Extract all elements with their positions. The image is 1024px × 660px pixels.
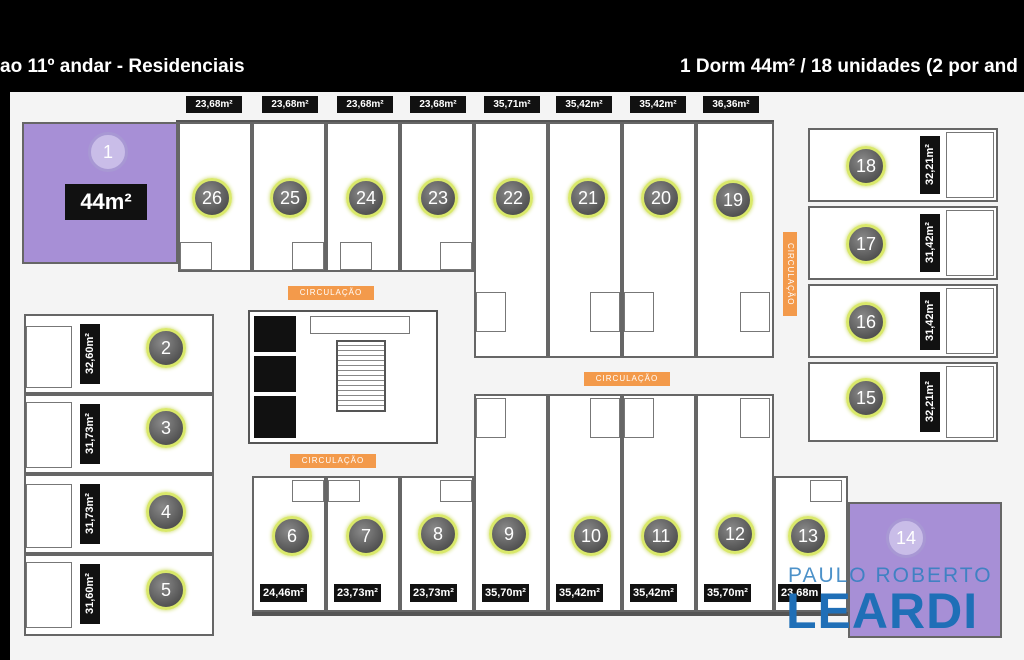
bath-fixture [440, 242, 472, 270]
unit-15-badge: 15 [846, 378, 886, 418]
unit-11-badge: 11 [641, 516, 681, 556]
closet [946, 366, 994, 438]
bath-fixture [810, 480, 842, 502]
unit-12-area: 35,70m² [704, 584, 751, 602]
unit-7-badge: 7 [346, 516, 386, 556]
unit-2-area: 32,60m² [80, 324, 100, 384]
circulation-label-right: CIRCULAÇÃO [783, 232, 797, 316]
floor-plan: 23,68m² 23,68m² 23,68m² 23,68m² 35,71m² … [10, 92, 1024, 660]
unit-16-area: 31,42m² [920, 292, 940, 350]
unit-4-area: 31,73m² [80, 484, 100, 544]
unit-23-badge: 23 [418, 178, 458, 218]
unit-25-badge: 25 [270, 178, 310, 218]
unit-6-badge: 6 [272, 516, 312, 556]
area-label-top-6: 35,42m² [556, 96, 612, 113]
staircase [336, 340, 386, 412]
unit-14-room [848, 502, 1002, 638]
watermark-logo: LEARDI [786, 583, 979, 639]
closet [946, 210, 994, 276]
watermark-line-1: PAULO ROBERTO [788, 564, 993, 587]
unit-1-badge: 1 [88, 132, 128, 172]
bath-fixture [590, 292, 620, 332]
unit-13-badge: 13 [788, 516, 828, 556]
elevator-shaft [254, 316, 296, 352]
unit-16-badge: 16 [846, 302, 886, 342]
bath-fixture [340, 242, 372, 270]
unit-9-badge: 9 [489, 514, 529, 554]
bottom-wall [252, 612, 848, 616]
unit-7-area: 23,73m² [334, 584, 381, 602]
area-label-top-8: 36,36m² [703, 96, 759, 113]
unit-1-area: 44m² [65, 184, 147, 220]
bath-fixture [590, 398, 620, 438]
closet [26, 562, 72, 628]
bath-fixture [440, 480, 472, 502]
unit-8-area: 23,73m² [410, 584, 457, 602]
unit-18-area: 32,21m² [920, 136, 940, 194]
bath-fixture [740, 398, 770, 438]
unit-13-area: 23,68m [778, 584, 822, 602]
elevator-shaft [254, 356, 296, 392]
unit-21-badge: 21 [568, 178, 608, 218]
floor-title: ao 11º andar - Residenciais [0, 56, 245, 77]
circulation-label-bottom: CIRCULAÇÃO [290, 454, 376, 468]
unit-11-area: 35,42m² [630, 584, 677, 602]
unit-14-badge: 14 [886, 518, 926, 558]
circulation-label-center: CIRCULAÇÃO [584, 372, 670, 386]
closet [26, 402, 72, 468]
unit-17-area: 31,42m² [920, 214, 940, 272]
closet [946, 288, 994, 354]
unit-3-badge: 3 [146, 408, 186, 448]
unit-2-badge: 2 [146, 328, 186, 368]
core-room [310, 316, 410, 334]
area-label-top-4: 23,68m² [410, 96, 466, 113]
unit-10-badge: 10 [571, 516, 611, 556]
closet [946, 132, 994, 198]
unit-5-badge: 5 [146, 570, 186, 610]
bath-fixture [292, 480, 324, 502]
unit-12-badge: 12 [715, 514, 755, 554]
unit-8-badge: 8 [418, 514, 458, 554]
area-label-top-2: 23,68m² [262, 96, 318, 113]
unit-5-area: 31,60m² [80, 564, 100, 624]
closet [26, 484, 72, 548]
unit-22-badge: 22 [493, 178, 533, 218]
bath-fixture [624, 292, 654, 332]
unit-4-badge: 4 [146, 492, 186, 532]
area-label-top-1: 23,68m² [186, 96, 242, 113]
unit-18-badge: 18 [846, 146, 886, 186]
bath-fixture [740, 292, 770, 332]
bath-fixture [328, 480, 360, 502]
circulation-label-top: CIRCULAÇÃO [288, 286, 374, 300]
bath-fixture [180, 242, 212, 270]
elevator-shaft [254, 396, 296, 438]
area-label-top-3: 23,68m² [337, 96, 393, 113]
unit-3-area: 31,73m² [80, 404, 100, 464]
unit-10-area: 35,42m² [556, 584, 603, 602]
unit-19-badge: 19 [713, 180, 753, 220]
unit-17-badge: 17 [846, 224, 886, 264]
bath-fixture [476, 292, 506, 332]
unit-6-area: 24,46m² [260, 584, 307, 602]
area-label-top-5: 35,71m² [484, 96, 540, 113]
closet [26, 326, 72, 388]
units-summary: 1 Dorm 44m² / 18 unidades (2 por and [680, 56, 1018, 77]
unit-15-area: 32,21m² [920, 372, 940, 432]
unit-20-badge: 20 [641, 178, 681, 218]
bath-fixture [624, 398, 654, 438]
header-bar: ao 11º andar - Residenciais 1 Dorm 44m² … [0, 0, 1024, 92]
area-label-top-7: 35,42m² [630, 96, 686, 113]
bath-fixture [292, 242, 324, 270]
bath-fixture [476, 398, 506, 438]
unit-24-badge: 24 [346, 178, 386, 218]
unit-26-badge: 26 [192, 178, 232, 218]
unit-9-area: 35,70m² [482, 584, 529, 602]
